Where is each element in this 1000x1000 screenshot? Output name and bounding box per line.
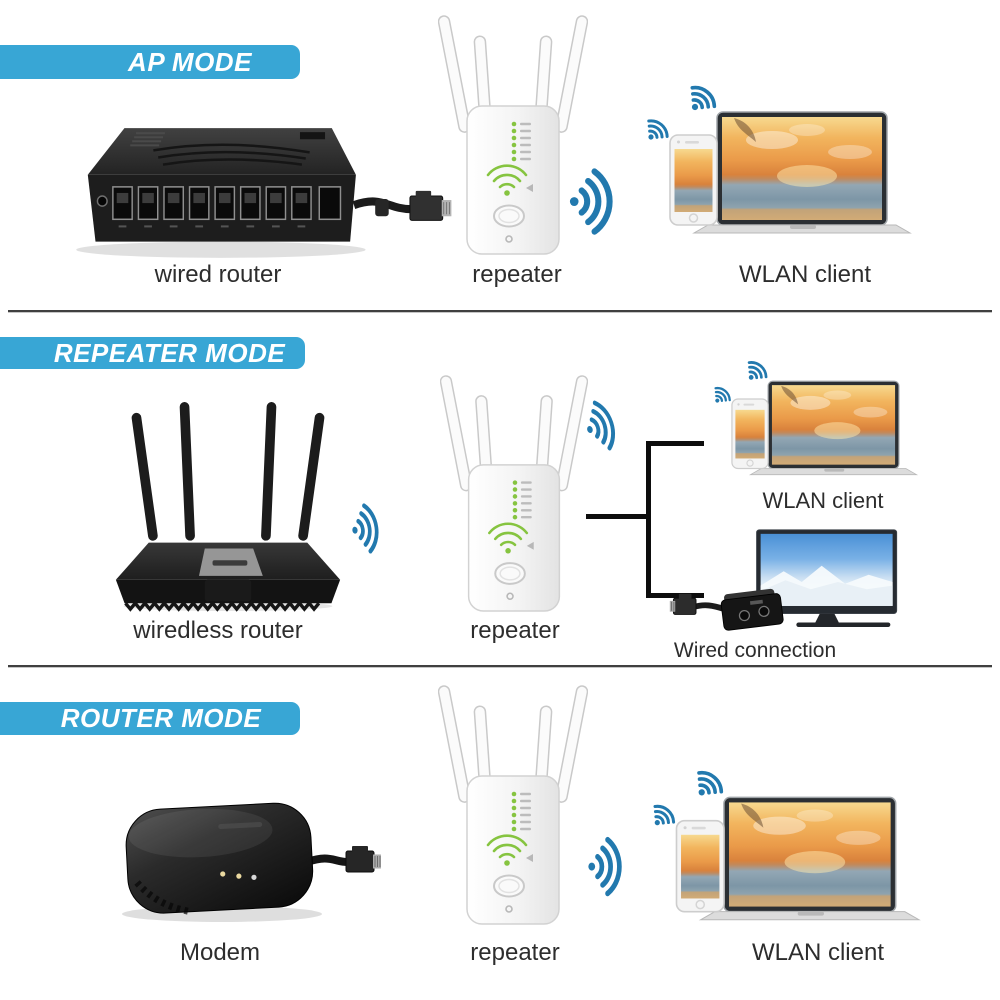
- wired-connection-label: Wired connection: [673, 639, 837, 662]
- connection-line-stem: [586, 514, 648, 519]
- connection-line-top-branch: [649, 441, 704, 446]
- ap-mode-banner-label: AP MODE: [128, 46, 252, 77]
- wlan-client-image: [622, 78, 917, 258]
- repeater-image: [438, 683, 588, 926]
- ap-mode-banner: AP MODE: [0, 45, 300, 79]
- repeater-mode-banner-label: REPEATER MODE: [53, 337, 286, 368]
- wlan-client-label: WLAN client: [762, 488, 884, 513]
- repeater-image: [440, 373, 588, 613]
- wlan-client-image: [695, 355, 922, 494]
- wireless-router-label: wiredless router: [133, 617, 303, 644]
- repeater-mode-banner: REPEATER MODE: [0, 337, 305, 369]
- modem-label: Modem: [179, 939, 261, 966]
- section-divider: [8, 665, 992, 667]
- connection-line-bottom-branch: [649, 593, 704, 598]
- wired-router-label: wired router: [154, 261, 282, 288]
- wlan-client-image: [628, 763, 926, 945]
- wlan-client-label: WLAN client: [751, 939, 885, 966]
- modem-image: [102, 790, 397, 930]
- tv-wired-connection-image: [668, 528, 903, 645]
- repeater-label: repeater: [470, 617, 560, 644]
- connection-line-vertical: [646, 441, 651, 598]
- router-mode-banner-label: ROUTER MODE: [60, 703, 262, 733]
- wlan-client-label: WLAN client: [738, 261, 872, 288]
- router-mode-banner: ROUTER MODE: [0, 702, 300, 735]
- repeater-label: repeater: [470, 939, 560, 966]
- wired-router-image: [28, 120, 462, 272]
- wifi-signal-icon: [344, 496, 402, 560]
- repeater-label: repeater: [472, 261, 562, 288]
- wireless-router-image: [114, 400, 342, 613]
- section-divider: [8, 310, 992, 312]
